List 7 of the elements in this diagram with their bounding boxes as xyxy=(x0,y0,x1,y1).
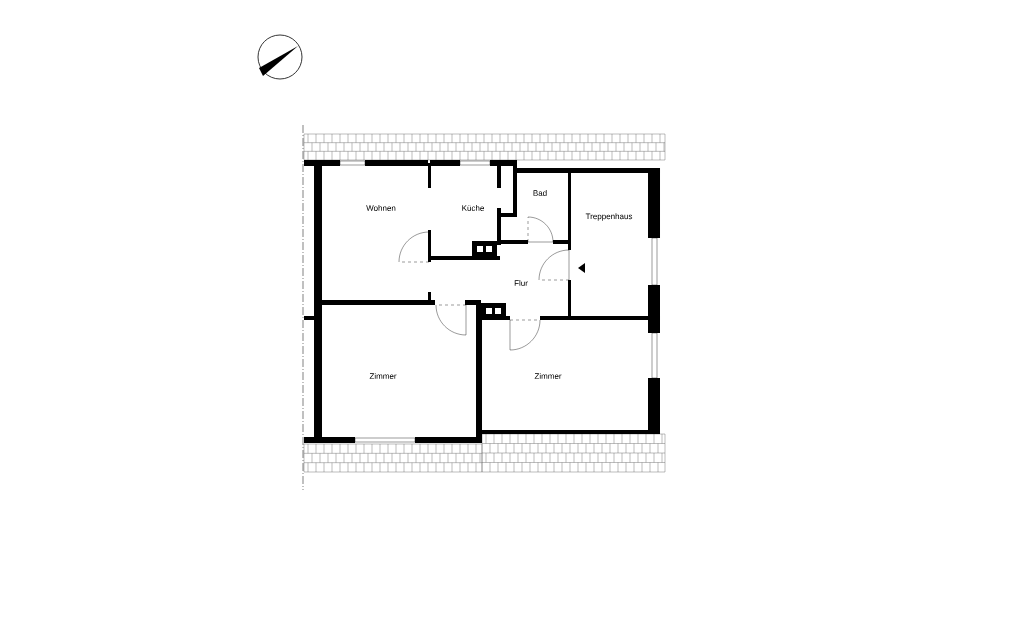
room-label: Bad xyxy=(533,190,547,196)
room-label: Zimmer xyxy=(369,373,397,379)
room-label: Küche xyxy=(462,205,484,211)
room-label: Flur xyxy=(514,280,528,286)
room-label: Zimmer xyxy=(534,373,562,379)
room-label: Treppenhaus xyxy=(585,213,633,221)
room-label: Wohnen xyxy=(366,205,396,211)
